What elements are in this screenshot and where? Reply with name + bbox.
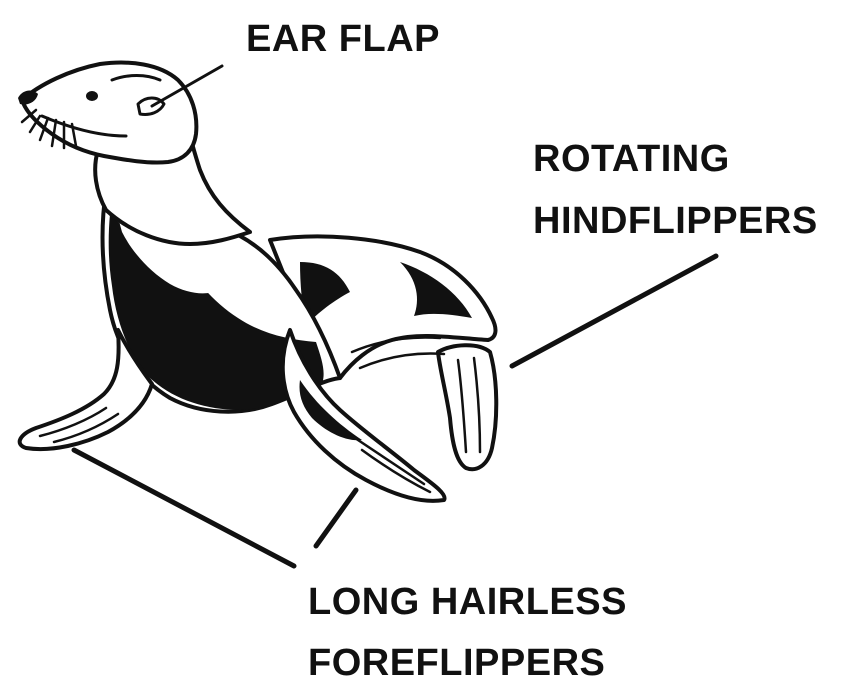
leader-line-foreflipper-right: [316, 490, 356, 546]
eye: [86, 91, 98, 101]
label-rotating: ROTATING: [533, 140, 730, 178]
head: [18, 63, 250, 244]
label-hindflippers: HINDFLIPPERS: [533, 202, 818, 240]
label-foreflippers: FOREFLIPPERS: [308, 644, 605, 682]
label-long-hairless: LONG HAIRLESS: [308, 583, 627, 621]
leader-line-foreflipper-left: [74, 450, 294, 566]
leader-line-hindflippers: [512, 256, 716, 366]
label-ear-flap: EAR FLAP: [246, 20, 440, 58]
head-outline: [22, 63, 196, 163]
